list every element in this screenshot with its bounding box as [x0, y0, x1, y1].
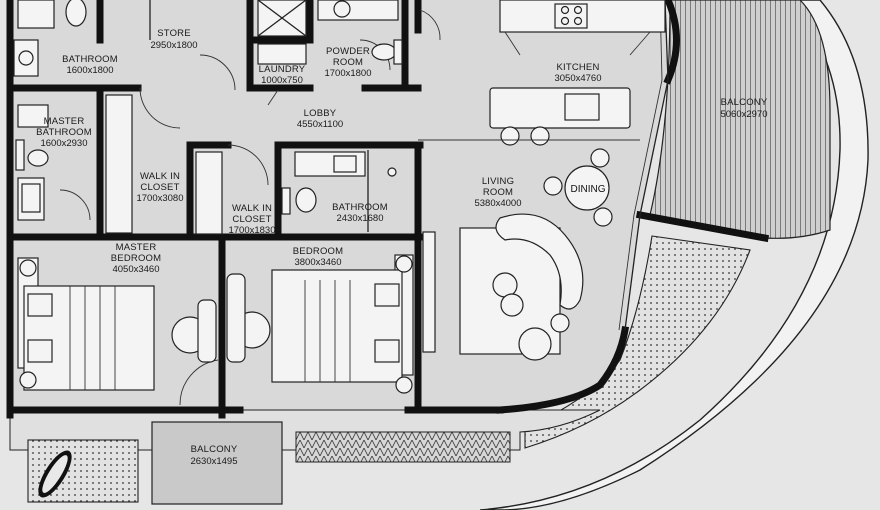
bath2-toilet — [295, 187, 317, 213]
bed2-nightstand-1 — [395, 255, 413, 273]
side-table — [550, 313, 570, 333]
room-labels: STORE 2950x1800 BATHROOM 1600x1800 POWDE… — [36, 28, 768, 467]
stool-2 — [530, 126, 550, 146]
closet-shelf-1 — [105, 94, 133, 234]
dining-chair-3 — [593, 207, 613, 227]
laundry-name: LAUNDRY — [259, 64, 306, 75]
closet-shelf-2 — [195, 151, 223, 235]
bedroom-name: BEDROOM — [293, 246, 344, 257]
cooktop — [554, 3, 588, 29]
master-bath-name-2: BATHROOM — [36, 127, 92, 138]
kitchen-name: KITCHEN — [556, 62, 599, 73]
bed2-nightstand-2 — [395, 376, 413, 394]
master-pillow-1 — [27, 293, 53, 317]
master-bath-dim: 1600x2930 — [40, 138, 87, 149]
walkin1-name-2: CLOSET — [140, 182, 179, 193]
bath2-sink — [333, 155, 357, 173]
master-nightstand-1 — [19, 259, 37, 277]
master-ottoman — [197, 299, 217, 363]
walkin2-dim: 1700x1830 — [228, 225, 275, 236]
powder-sink — [333, 0, 351, 18]
master-nightstand-2 — [19, 371, 37, 389]
tv-console — [422, 231, 436, 353]
powder-dim: 1700x1800 — [324, 68, 371, 79]
living-name-1: LIVING — [482, 176, 514, 187]
laundry-dim: 1000x750 — [261, 75, 303, 86]
bath2-cistern — [281, 187, 291, 215]
powder-cistern — [393, 39, 403, 65]
bathroom1-name: BATHROOM — [62, 54, 118, 65]
curved-walkway — [479, 0, 869, 510]
bathroom2-dim: 2430x1680 — [336, 213, 383, 224]
bed2-pillow-1 — [374, 283, 400, 307]
shower-head — [387, 167, 397, 177]
store-name: STORE — [157, 28, 191, 39]
powder-vanity — [317, 0, 399, 21]
sink-1 — [18, 50, 34, 66]
balcony-large-dim: 5060x2970 — [720, 109, 767, 120]
pond-inner — [42, 455, 68, 493]
powder-name-2: ROOM — [333, 57, 363, 68]
toilet-1 — [65, 0, 87, 27]
powder-name-1: POWDER — [326, 46, 370, 57]
master-toilet — [27, 149, 49, 167]
bed2-bench — [226, 273, 246, 363]
living-name-2: ROOM — [483, 187, 513, 198]
balcony-small-dim: 2630x1495 — [190, 456, 237, 467]
walkin2-name-2: CLOSET — [232, 214, 271, 225]
lobby-dim: 4550x1100 — [297, 119, 343, 130]
bathroom1-dim: 1600x1800 — [66, 65, 113, 76]
bedroom-dim: 3800x3460 — [294, 257, 341, 268]
kitchen-island — [489, 87, 631, 129]
glass-facade-inner — [618, 0, 663, 331]
balcony-small-name: BALCONY — [191, 444, 238, 455]
dining-chair-2 — [543, 176, 563, 196]
store-dim: 2950x1800 — [150, 40, 197, 51]
living-armchair-2 — [500, 293, 524, 317]
balcony-large — [649, 0, 831, 239]
powder-toilet — [371, 43, 397, 61]
island-sink — [564, 93, 600, 121]
balcony-large-name: BALCONY — [721, 97, 768, 108]
master-bed-name-1: MASTER — [116, 242, 157, 253]
living-lounge-chair — [518, 327, 552, 361]
dining-chair-1 — [590, 148, 610, 168]
master-shower — [17, 104, 49, 128]
bed2-pillow-2 — [374, 339, 400, 363]
master-pillow-2 — [27, 339, 53, 363]
lobby-name: LOBBY — [304, 108, 337, 119]
laundry-cabinet — [257, 43, 307, 65]
walkin1-dim: 1700x3080 — [136, 193, 183, 204]
master-bath-sink — [21, 183, 41, 213]
bathtub-top — [17, 0, 55, 29]
walkin1-name-1: WALK IN — [140, 171, 180, 182]
walls — [6, 0, 770, 419]
planter-strip — [295, 431, 511, 463]
master-bath-name-1: MASTER — [44, 116, 85, 127]
planter-area — [524, 235, 751, 449]
living-armchair-1 — [492, 272, 518, 298]
stool-1 — [500, 126, 520, 146]
dining-name: DINING — [571, 184, 606, 195]
master-bed-name-2: BEDROOM — [111, 253, 162, 264]
master-cistern — [15, 139, 25, 171]
dining-table — [564, 165, 610, 211]
balcony-small-floor — [151, 421, 283, 505]
curved-sofa — [495, 213, 584, 310]
bathroom2-name: BATHROOM — [332, 202, 388, 213]
kitchen-dim: 3050x4760 — [554, 73, 601, 84]
master-bed-dim: 4050x3460 — [112, 264, 159, 275]
glass-facade — [624, 0, 669, 331]
living-dim: 5380x4000 — [474, 198, 521, 209]
walkin2-name-1: WALK IN — [232, 203, 272, 214]
